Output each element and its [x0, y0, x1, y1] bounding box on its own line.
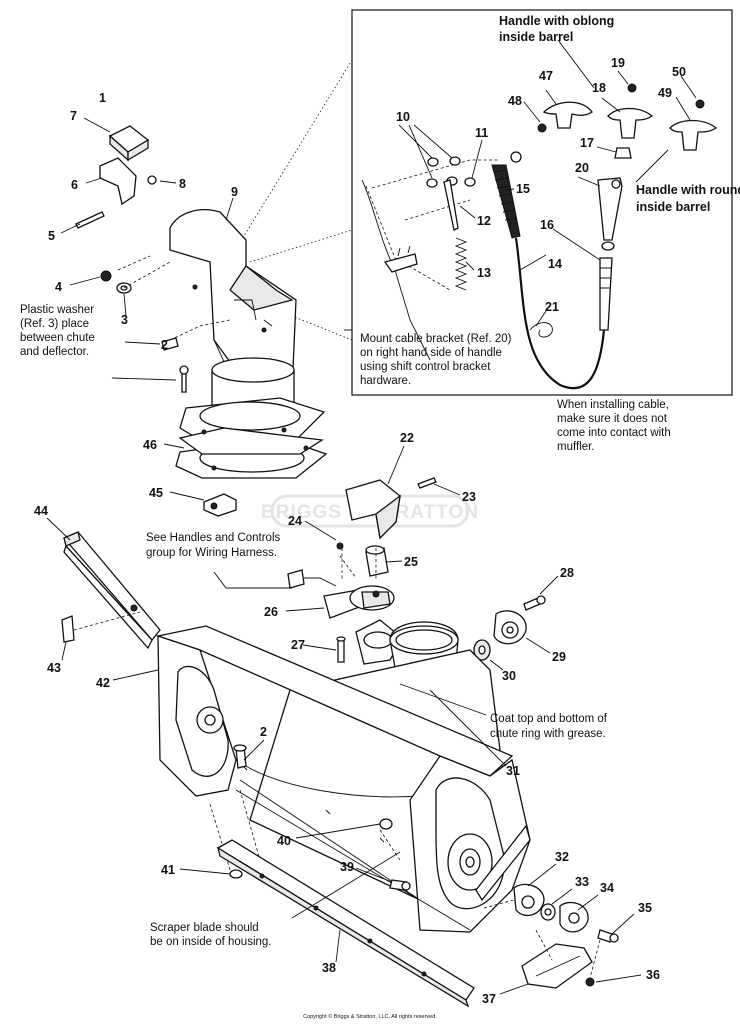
note-scraper-blade-line1: Scraper blade should	[150, 922, 259, 934]
callout-38: 38	[322, 961, 336, 975]
note-plastic-washer-line2: (Ref. 3) place	[20, 318, 89, 330]
callout-26: 26	[264, 605, 278, 619]
callout-33: 33	[575, 875, 589, 889]
callout-2a: 2	[161, 338, 168, 352]
callout-46: 46	[143, 438, 157, 452]
note-coat-chute-line2: chute ring with grease.	[490, 728, 606, 740]
callout-7: 7	[70, 109, 77, 123]
callout-21: 21	[545, 300, 559, 314]
note-mount-cable-line3: using shift control bracket	[360, 361, 491, 373]
callout-31: 31	[506, 764, 520, 778]
chute-rings	[175, 357, 328, 517]
callout-43: 43	[47, 661, 61, 675]
leader-lines	[46, 39, 697, 995]
inset-parts	[361, 83, 718, 390]
callout-11: 11	[475, 126, 488, 140]
copyright-text: Copyright © Briggs & Stratton, LLC. All …	[303, 1013, 437, 1020]
callout-49: 49	[658, 86, 672, 100]
callout-28: 28	[560, 566, 574, 580]
callout-numbers: 1 2 2 3 4 5 6 7 8 9 10 11 12 13 14 15 16…	[34, 56, 686, 1006]
callout-10: 10	[396, 110, 410, 124]
callout-17: 17	[580, 136, 594, 150]
callout-47: 47	[539, 69, 553, 83]
callout-25: 25	[404, 555, 418, 569]
callout-48: 48	[508, 94, 522, 108]
callout-9: 9	[231, 185, 238, 199]
callout-50: 50	[672, 65, 686, 79]
callout-40: 40	[277, 834, 291, 848]
callout-13: 13	[477, 266, 491, 280]
chute-motor	[287, 477, 437, 663]
callout-4: 4	[55, 280, 62, 294]
note-round-handle-line1: Handle with round	[636, 183, 740, 197]
callout-6: 6	[71, 178, 78, 192]
callout-16: 16	[540, 218, 554, 232]
callout-2b: 2	[260, 725, 267, 739]
control-parts	[75, 125, 179, 351]
callout-36: 36	[646, 968, 660, 982]
note-coat-chute-line1: Coat top and bottom of	[490, 713, 608, 725]
callout-39: 39	[340, 860, 354, 874]
note-installing-cable-line3: come into contact with	[557, 427, 671, 439]
callout-37: 37	[482, 992, 496, 1006]
callout-14: 14	[548, 257, 562, 271]
callout-23: 23	[462, 490, 476, 504]
chute-deflector	[117, 209, 297, 393]
callout-20: 20	[575, 161, 589, 175]
callout-30: 30	[502, 669, 516, 683]
callout-22: 22	[400, 431, 414, 445]
notes: Handle with oblong inside barrel Handle …	[20, 14, 740, 948]
detail-inset-box	[351, 9, 733, 396]
note-wiring-harness-line1: See Handles and Controls	[146, 532, 280, 544]
callout-12: 12	[477, 214, 491, 228]
callout-24: 24	[288, 514, 302, 528]
callout-45: 45	[149, 486, 163, 500]
bearing-parts	[473, 595, 546, 661]
callout-15: 15	[516, 182, 530, 196]
callout-32: 32	[555, 850, 569, 864]
callout-18: 18	[592, 81, 606, 95]
note-installing-cable-line4: muffler.	[557, 441, 595, 453]
note-oblong-handle-line1: Handle with oblong	[499, 14, 614, 28]
callout-34: 34	[600, 881, 614, 895]
note-wiring-harness-line2: group for Wiring Harness.	[146, 547, 277, 559]
callout-29: 29	[552, 650, 566, 664]
callout-42: 42	[96, 676, 110, 690]
callout-41: 41	[161, 863, 175, 877]
callout-3: 3	[121, 313, 128, 327]
callout-35: 35	[638, 901, 652, 915]
scraper-blade	[216, 818, 619, 1008]
callout-19: 19	[611, 56, 625, 70]
auger-housing	[155, 625, 531, 933]
callout-8: 8	[179, 177, 186, 191]
callout-5: 5	[48, 229, 55, 243]
note-plastic-washer-line1: Plastic washer	[20, 304, 94, 316]
note-installing-cable-line2: make sure it does not	[557, 413, 668, 425]
note-round-handle-line2: inside barrel	[636, 200, 710, 214]
note-scraper-blade-line2: be on inside of housing.	[150, 936, 271, 948]
note-mount-cable-line1: Mount cable bracket (Ref. 20)	[360, 333, 512, 345]
deflector	[61, 531, 161, 650]
note-plastic-washer-line3: between chute	[20, 332, 95, 344]
note-installing-cable-line1: When installing cable,	[557, 399, 669, 411]
callout-44: 44	[34, 504, 48, 518]
note-mount-cable-line2: on right hand side of handle	[360, 347, 502, 359]
note-oblong-handle-line2: inside barrel	[499, 30, 573, 44]
callout-1: 1	[99, 91, 106, 105]
note-mount-cable-line4: hardware.	[360, 375, 411, 387]
callout-27: 27	[291, 638, 305, 652]
note-plastic-washer-line4: and deflector.	[20, 346, 89, 358]
